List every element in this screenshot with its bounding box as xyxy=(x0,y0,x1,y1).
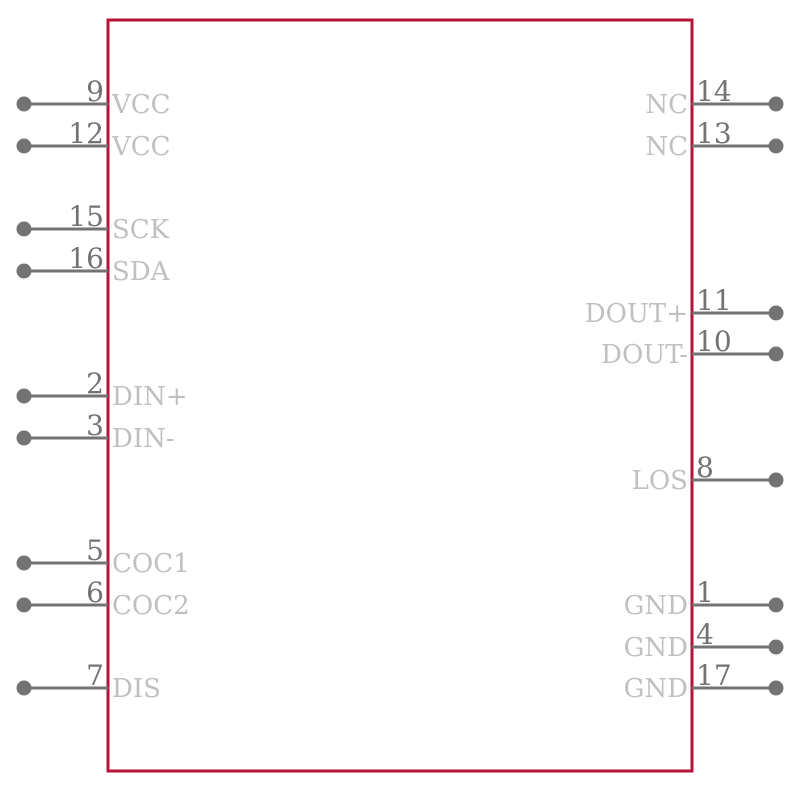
pin-7: 7 DIS xyxy=(16,659,161,704)
pin-name: GND xyxy=(624,633,688,663)
pin-endpoint-dot xyxy=(768,597,784,613)
pin-number: 9 xyxy=(86,75,104,108)
pin-name: SCK xyxy=(112,215,170,245)
pin-endpoint-dot xyxy=(16,430,32,446)
pin-2: 2 DIN+ xyxy=(16,367,188,412)
pin-name: LOS xyxy=(632,466,688,496)
pin-number: 5 xyxy=(86,534,104,567)
pin-6: 6 COC2 xyxy=(16,576,190,621)
pin-number: 7 xyxy=(86,659,104,692)
pin-endpoint-dot xyxy=(768,472,784,488)
pin-name: NC xyxy=(645,132,688,162)
pin-endpoint-dot xyxy=(16,388,32,404)
pin-number: 16 xyxy=(68,242,104,275)
pin-14: 14 NC xyxy=(645,75,784,120)
pin-1: 1 GND xyxy=(624,576,784,621)
pin-name: VCC xyxy=(111,90,171,120)
pin-endpoint-dot xyxy=(16,680,32,696)
pin-endpoint-dot xyxy=(768,138,784,154)
pin-number: 1 xyxy=(696,576,714,609)
pin-name: DOUT+ xyxy=(585,299,688,329)
pin-number: 3 xyxy=(86,409,104,442)
pin-number: 17 xyxy=(696,659,732,692)
pin-endpoint-dot xyxy=(16,597,32,613)
pin-5: 5 COC1 xyxy=(16,534,190,579)
pin-16: 16 SDA xyxy=(16,242,171,287)
pin-endpoint-dot xyxy=(16,555,32,571)
pin-endpoint-dot xyxy=(16,221,32,237)
pin-number: 6 xyxy=(86,576,104,609)
ic-body-outline xyxy=(106,18,694,773)
pin-name: COC2 xyxy=(112,591,190,621)
pin-name: SDA xyxy=(112,257,171,287)
pin-17: 17 GND xyxy=(624,659,784,704)
pin-10: 10 DOUT- xyxy=(601,325,784,370)
pin-name: VCC xyxy=(111,132,171,162)
pin-name: DIN- xyxy=(112,424,175,454)
pin-endpoint-dot xyxy=(768,96,784,112)
pin-4: 4 GND xyxy=(624,618,784,663)
pin-number: 4 xyxy=(696,618,714,651)
pin-name: DOUT- xyxy=(601,340,688,370)
pin-number: 15 xyxy=(68,200,104,233)
pin-name: GND xyxy=(624,674,688,704)
pin-endpoint-dot xyxy=(768,346,784,362)
pin-3: 3 DIN- xyxy=(16,409,175,454)
pin-11: 11 DOUT+ xyxy=(585,284,784,329)
pin-endpoint-dot xyxy=(768,680,784,696)
pin-number: 8 xyxy=(696,451,714,484)
pin-name: DIS xyxy=(112,674,161,704)
pin-number: 13 xyxy=(696,117,732,150)
pin-endpoint-dot xyxy=(16,138,32,154)
pin-endpoint-dot xyxy=(16,96,32,112)
pin-name: NC xyxy=(645,90,688,120)
pin-number: 14 xyxy=(696,75,732,108)
pin-endpoint-dot xyxy=(16,263,32,279)
pin-name: GND xyxy=(624,591,688,621)
pin-number: 2 xyxy=(86,367,104,400)
pin-endpoint-dot xyxy=(768,639,784,655)
pin-name: COC1 xyxy=(112,549,190,579)
pin-name: DIN+ xyxy=(112,382,188,412)
pin-15: 15 SCK xyxy=(16,200,170,245)
pin-number: 11 xyxy=(696,284,732,317)
pin-number: 10 xyxy=(696,325,732,358)
pin-endpoint-dot xyxy=(768,305,784,321)
pin-8: 8 LOS xyxy=(632,451,784,496)
pin-number: 12 xyxy=(68,117,104,150)
pin-13: 13 NC xyxy=(645,117,784,162)
